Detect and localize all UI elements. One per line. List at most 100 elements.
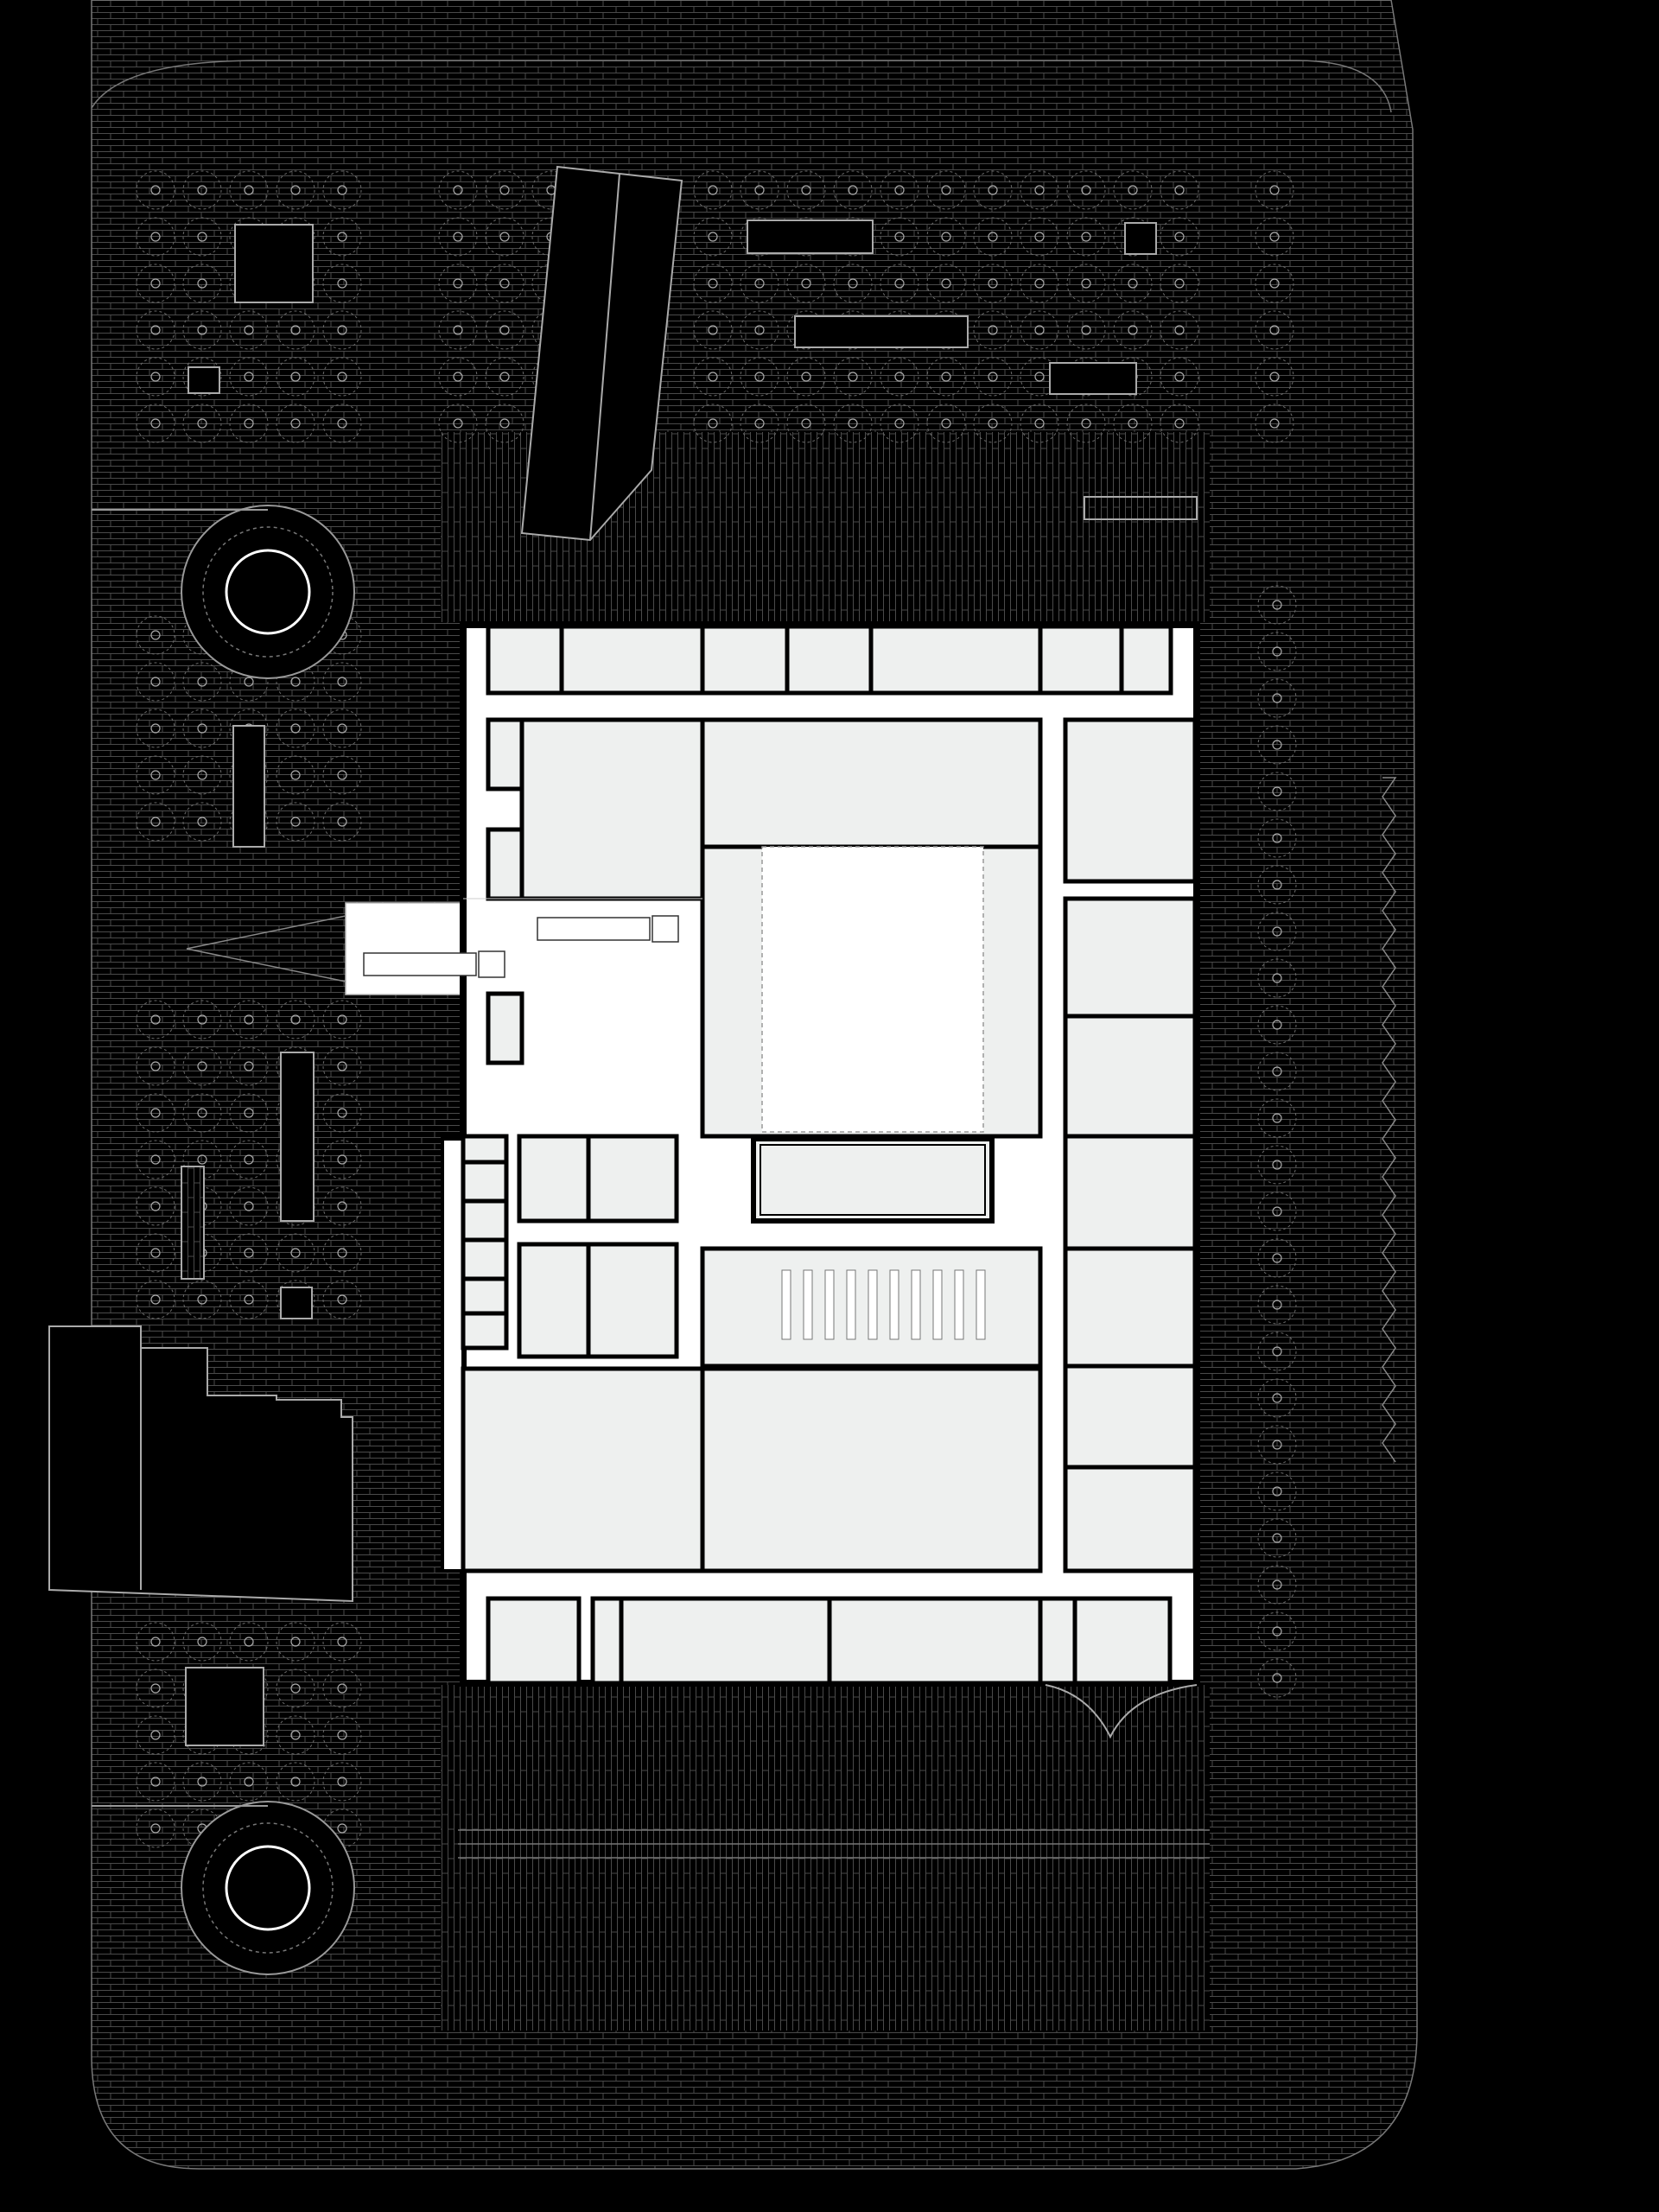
- tree-canopy: [438, 357, 478, 397]
- tree-canopy: [973, 170, 1013, 210]
- tree-trunk: [1272, 740, 1282, 750]
- site-boundary: [91, 0, 1418, 2170]
- tree-trunk: [150, 770, 161, 780]
- tree-canopy: [833, 170, 873, 210]
- tree-trunk: [848, 372, 858, 382]
- tree-canopy: [322, 217, 362, 257]
- tree-canopy: [229, 1093, 269, 1133]
- tree-canopy: [1160, 310, 1199, 350]
- tree-canopy: [1160, 357, 1199, 397]
- ramp-spiral-south: [92, 1801, 355, 1975]
- tree-canopy: [693, 217, 733, 257]
- tree-trunk: [150, 278, 161, 289]
- tree-trunk: [197, 1154, 207, 1165]
- tree-trunk: [754, 278, 765, 289]
- tree-trunk: [244, 1061, 254, 1071]
- tree-canopy: [136, 1622, 175, 1662]
- tree-canopy: [276, 1622, 315, 1662]
- tree-trunk: [197, 1637, 207, 1647]
- tree-canopy: [229, 357, 269, 397]
- room: [1063, 1363, 1198, 1470]
- tree-trunk: [1269, 278, 1280, 289]
- tree-canopy: [182, 404, 222, 443]
- tree-canopy: [276, 1233, 315, 1273]
- tree-canopy: [322, 1280, 362, 1319]
- tree-trunk: [337, 1061, 347, 1071]
- room: [1063, 1246, 1198, 1369]
- tree-trunk: [1174, 325, 1185, 335]
- tree-canopy: [229, 1046, 269, 1086]
- tree-trunk: [894, 372, 905, 382]
- tree-trunk: [244, 1108, 254, 1118]
- tree-canopy: [1113, 404, 1153, 443]
- tree-canopy: [1257, 912, 1297, 951]
- tree-trunk: [150, 232, 161, 242]
- tree-canopy: [485, 170, 524, 210]
- tree-trunk: [150, 1777, 161, 1787]
- tree-trunk: [453, 325, 463, 335]
- tree-canopy: [1255, 357, 1294, 397]
- tree-trunk: [1174, 372, 1185, 382]
- tree-canopy: [485, 217, 524, 257]
- room: [559, 624, 705, 696]
- tree-canopy: [276, 310, 315, 350]
- tree-trunk: [244, 1154, 254, 1165]
- tree-trunk: [244, 1777, 254, 1787]
- tree-trunk: [1128, 418, 1138, 429]
- tree-canopy: [136, 615, 175, 655]
- tree-trunk: [150, 817, 161, 827]
- room: [700, 1366, 1043, 1573]
- tree-trunk: [1272, 1533, 1282, 1543]
- tree-trunk: [337, 418, 347, 429]
- tree-canopy: [438, 217, 478, 257]
- tree-trunk: [708, 278, 718, 289]
- tree-trunk: [244, 1201, 254, 1211]
- room: [517, 1242, 591, 1359]
- tree-canopy: [1257, 1192, 1297, 1231]
- tree-canopy: [136, 802, 175, 842]
- tree-trunk: [337, 1683, 347, 1694]
- tree-canopy: [136, 264, 175, 303]
- tree-canopy: [1066, 217, 1106, 257]
- tree-trunk: [708, 232, 718, 242]
- tree-trunk: [1272, 1253, 1282, 1263]
- tree-canopy: [322, 264, 362, 303]
- tree-trunk: [337, 1637, 347, 1647]
- tree-canopy: [322, 1669, 362, 1708]
- tree-trunk: [453, 232, 463, 242]
- tree-trunk: [801, 418, 811, 429]
- shelf: [976, 1269, 986, 1340]
- tree-canopy: [136, 1280, 175, 1319]
- tree-trunk: [337, 325, 347, 335]
- tree-trunk: [197, 1108, 207, 1118]
- tree-trunk: [1269, 325, 1280, 335]
- room: [1119, 624, 1173, 696]
- tree-trunk: [1081, 278, 1091, 289]
- tree-canopy: [182, 802, 222, 842]
- tree-trunk: [150, 1248, 161, 1258]
- tree-canopy: [229, 1233, 269, 1273]
- tree-canopy: [229, 1000, 269, 1039]
- tree-canopy: [136, 1093, 175, 1133]
- tree-trunk: [337, 1823, 347, 1834]
- tree-trunk: [1128, 278, 1138, 289]
- tree-trunk: [244, 1248, 254, 1258]
- tree-canopy: [1257, 865, 1297, 905]
- tree-canopy: [1257, 725, 1297, 765]
- tree-canopy: [693, 310, 733, 350]
- tree-canopy: [973, 264, 1013, 303]
- shelf: [954, 1269, 964, 1340]
- tree-trunk: [941, 232, 951, 242]
- tree-canopy: [182, 1093, 222, 1133]
- tree-canopy: [1257, 1098, 1297, 1138]
- tree-trunk: [1034, 185, 1045, 195]
- tree-trunk: [337, 817, 347, 827]
- room: [827, 1596, 1043, 1686]
- tree-trunk: [244, 1014, 254, 1025]
- tree-trunk: [1272, 1486, 1282, 1497]
- tree-trunk: [754, 325, 765, 335]
- tree-trunk: [941, 418, 951, 429]
- tree-trunk: [150, 185, 161, 195]
- tree-trunk: [290, 185, 301, 195]
- tree-canopy: [1020, 310, 1059, 350]
